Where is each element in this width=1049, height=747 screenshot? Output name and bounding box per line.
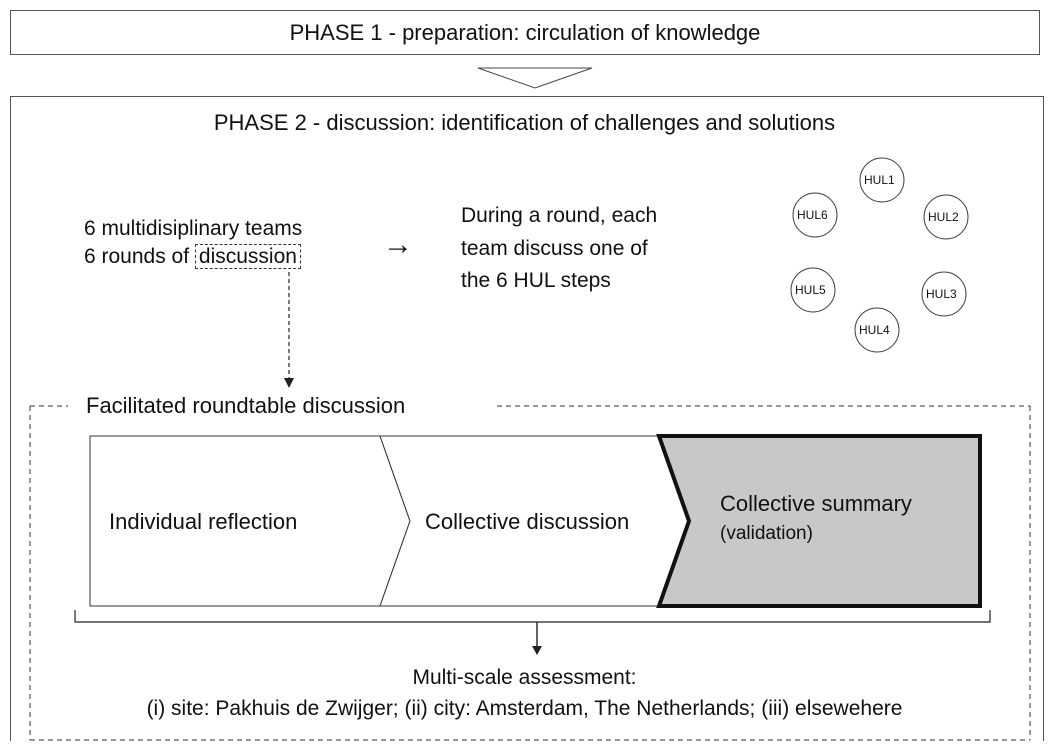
assessment-detail: (i) site: Pakhuis de Zwijger; (ii) city:… <box>146 697 903 720</box>
hul4-label: HUL4 <box>859 323 890 337</box>
rounds-prefix: 6 rounds of <box>84 245 195 268</box>
discussion-highlight: discussion <box>194 244 301 269</box>
round-desc-line-1: During a round, each <box>461 204 658 227</box>
phase2-title: PHASE 2 - discussion: identification of … <box>213 110 836 135</box>
stage-collective-discussion-label: Collective discussion <box>425 509 630 534</box>
stage-collective-summary-shape <box>656 434 982 608</box>
assessment-arrowhead <box>532 646 542 655</box>
hul6-label: HUL6 <box>797 208 828 222</box>
hul1-label: HUL1 <box>864 173 895 187</box>
phase1-box: PHASE 1 - preparation: circulation of kn… <box>10 10 1040 55</box>
hul4-circle <box>854 307 900 353</box>
stage-collective-summary-label: Collective summary <box>720 491 912 516</box>
phase1-title: PHASE 1 - preparation: circulation of kn… <box>289 19 761 45</box>
rounds-line: 6 rounds of discussion <box>84 243 301 271</box>
roundtable-link-arrowhead <box>284 378 294 388</box>
teams-line: 6 multidisiplinary teams <box>84 217 303 240</box>
hul2-circle <box>923 194 969 240</box>
stage-individual-reflection-label: Individual reflection <box>109 509 298 534</box>
hul3-circle <box>921 271 967 317</box>
hul1-circle <box>859 157 905 203</box>
round-desc-line-2: team discuss one of <box>461 237 648 260</box>
stages-bracket <box>74 610 991 623</box>
phase2-box <box>10 96 1044 741</box>
hul2-label: HUL2 <box>928 210 959 224</box>
right-arrow: → <box>383 228 413 261</box>
roundtable-title: Facilitated roundtable discussion <box>86 393 406 418</box>
hul6-circle <box>792 192 838 238</box>
phase-transition-arrow <box>477 67 593 89</box>
hul5-label: HUL5 <box>795 283 826 297</box>
hul3-label: HUL3 <box>926 287 957 301</box>
stage-collective-summary-sublabel: (validation) <box>720 523 813 544</box>
hul5-circle <box>790 267 836 313</box>
round-desc-line-3: the 6 HUL steps <box>461 269 611 292</box>
assessment-title: Multi-scale assessment: <box>412 666 637 689</box>
